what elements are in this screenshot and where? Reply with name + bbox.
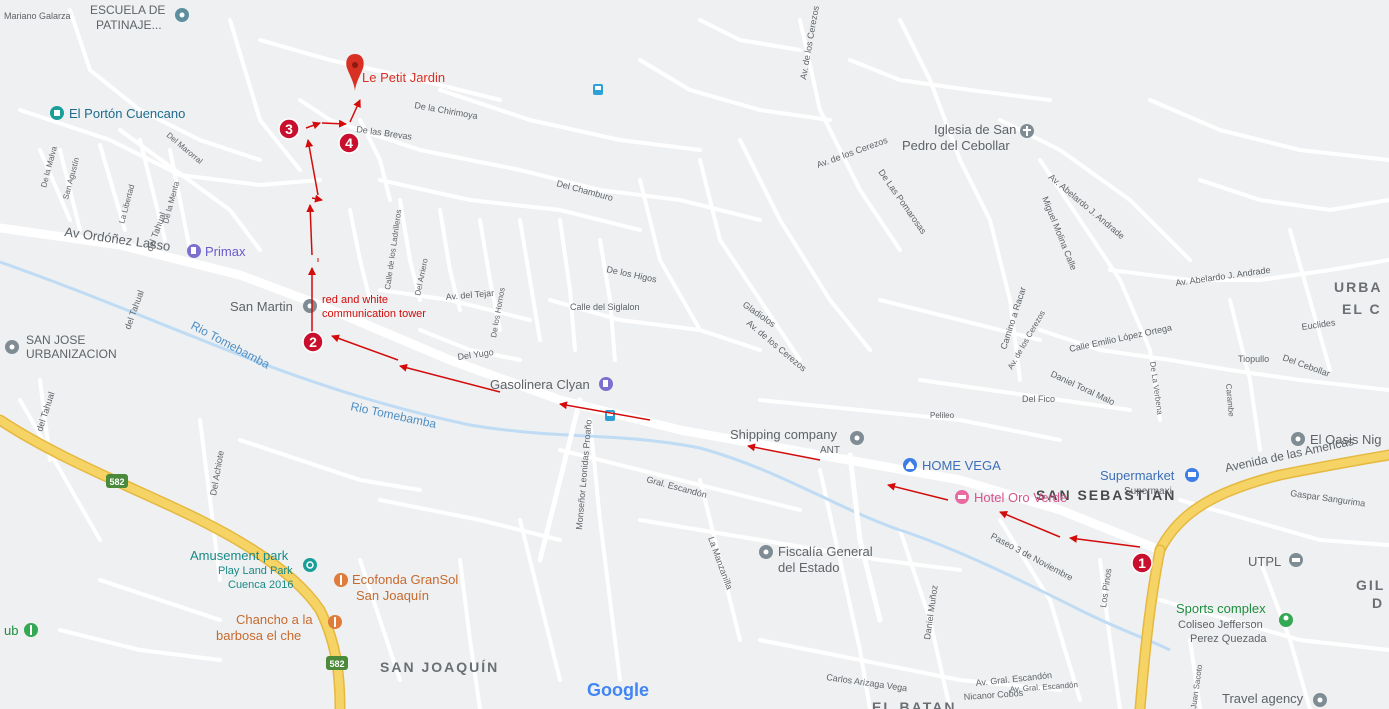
svg-text:Ecofonda GranSol: Ecofonda GranSol: [352, 572, 458, 587]
poi-travel[interactable]: Travel agency: [1222, 691, 1327, 707]
poi-fiscalia[interactable]: Fiscalía General del Estado: [759, 544, 873, 575]
svg-text:Shipping company: Shipping company: [730, 427, 837, 442]
route-path: [305, 99, 1141, 548]
svg-text:HOME VEGA: HOME VEGA: [922, 458, 1001, 473]
svg-text:Play Land Park: Play Land Park: [218, 565, 293, 577]
svg-text:Hotel Oro Verde: Hotel Oro Verde: [974, 490, 1067, 505]
poi-club[interactable]: ub: [4, 623, 38, 638]
step-marker-3: 3: [278, 118, 300, 140]
svg-text:ANT: ANT: [820, 445, 840, 456]
poi-clyan[interactable]: Gasolinera Clyan: [490, 377, 613, 392]
svg-text:San Martin: San Martin: [230, 299, 293, 314]
bus-stop-icon: [593, 84, 603, 95]
svg-text:Amusement park: Amusement park: [190, 548, 289, 563]
svg-text:del Estado: del Estado: [778, 560, 839, 575]
street-label: Calle del Siglalon: [570, 302, 640, 312]
step-marker-1: 1: [1131, 552, 1153, 574]
svg-text:Iglesia de San: Iglesia de San: [934, 122, 1016, 137]
minor-roads: [18, 8, 1389, 709]
svg-text:2: 2: [309, 334, 317, 350]
area-label: SAN SEBASTIAN: [1036, 487, 1176, 503]
street-label: Euclides: [1301, 317, 1337, 332]
poi-porton[interactable]: El Portón Cuencano: [50, 106, 185, 121]
poi-gransol[interactable]: Ecofonda GranSol San Joaquín: [334, 572, 458, 603]
svg-text:Gasolinera Clyan: Gasolinera Clyan: [490, 377, 590, 392]
area-labels: SAN JOAQUÍN SAN SEBASTIAN URBA EL C GIL …: [380, 279, 1385, 709]
svg-text:582: 582: [109, 477, 124, 487]
poi-playland[interactable]: Amusement park Play Land Park Cuenca 201…: [190, 548, 317, 591]
amusement-park-icon: [303, 558, 317, 572]
step-marker-4: 4: [338, 132, 360, 154]
poi-orover[interactable]: Hotel Oro Verde: [955, 490, 1067, 505]
highway-shield: 582: [326, 656, 348, 670]
svg-text:Supermarket: Supermarket: [1100, 468, 1175, 483]
svg-text:barbosa el che: barbosa el che: [216, 628, 301, 643]
svg-text:Travel agency: Travel agency: [1222, 691, 1304, 706]
poi-supermaxi[interactable]: Supermarket Supermaxi: [1100, 468, 1199, 497]
poi-sanjose[interactable]: SAN JOSE URBANIZACION: [5, 333, 117, 361]
svg-text:Fiscalía General: Fiscalía General: [778, 544, 873, 559]
svg-text:Supermaxi: Supermaxi: [1124, 486, 1172, 497]
area-label: SAN JOAQUÍN: [380, 659, 499, 675]
svg-text:4: 4: [345, 135, 353, 151]
street-label: Av. del Tejar: [445, 288, 494, 302]
svg-text:SAN JOSE: SAN JOSE: [26, 333, 85, 347]
street-label: Nicanor Cobos: [963, 688, 1024, 702]
svg-text:Cuenca 2016: Cuenca 2016: [228, 579, 293, 591]
area-label: D: [1372, 595, 1384, 611]
svg-text:El Portón Cuencano: El Portón Cuencano: [69, 106, 185, 121]
map-pin-icon: [346, 54, 364, 92]
street-label: Tiopullo: [1238, 354, 1269, 364]
svg-text:PATINAJE...: PATINAJE...: [96, 18, 162, 32]
svg-text:582: 582: [329, 659, 344, 669]
svg-text:3: 3: [285, 121, 293, 137]
svg-text:Pedro del Cebollar: Pedro del Cebollar: [902, 138, 1010, 153]
svg-text:red and white: red and white: [322, 294, 388, 306]
poi-escuela[interactable]: ESCUELA DE PATINAJE...: [90, 3, 189, 32]
poi-shipping[interactable]: Shipping company ANT: [730, 427, 864, 456]
destination-label: Le Petit Jardin: [362, 70, 445, 85]
street-label: Pelileo: [930, 411, 955, 420]
svg-text:1: 1: [1138, 555, 1146, 571]
street-label: Del Fico: [1022, 394, 1055, 404]
svg-text:communication tower: communication tower: [322, 308, 426, 320]
svg-text:El Oasis Nig: El Oasis Nig: [1310, 432, 1382, 447]
svg-text:Sports complex: Sports complex: [1176, 601, 1266, 616]
poi-primax[interactable]: Primax: [187, 244, 246, 259]
river-tomebamba: [0, 260, 1171, 652]
svg-text:San Joaquín: San Joaquín: [356, 588, 429, 603]
poi-oasis[interactable]: El Oasis Nig: [1291, 432, 1382, 447]
highway-582: [0, 414, 1389, 709]
google-logo: Google: [587, 680, 649, 700]
highway-shield: 582: [106, 474, 128, 488]
step-marker-2: 2: [302, 331, 324, 353]
poi-homevega[interactable]: HOME VEGA: [903, 458, 1001, 473]
svg-text:URBANIZACION: URBANIZACION: [26, 347, 117, 361]
svg-text:Primax: Primax: [205, 244, 246, 259]
area-label: URBA: [1334, 279, 1382, 295]
poi-coliseo[interactable]: Sports complex Coliseo Jefferson Perez Q…: [1176, 601, 1293, 645]
svg-text:Coliseo Jefferson: Coliseo Jefferson: [1178, 619, 1263, 631]
street-label: Carambe: [1224, 383, 1236, 417]
poi-iglesia[interactable]: Iglesia de San Pedro del Cebollar: [902, 122, 1034, 153]
area-label: EL C: [1342, 301, 1382, 317]
street-label: Mariano Galarza: [4, 11, 71, 21]
svg-text:UTPL: UTPL: [1248, 554, 1281, 569]
svg-text:ESCUELA DE: ESCUELA DE: [90, 3, 165, 17]
major-roads: [0, 223, 1165, 623]
poi-sanmartin[interactable]: San Martin: [230, 299, 317, 314]
svg-text:ub: ub: [4, 623, 18, 638]
svg-text:Chancho a la: Chancho a la: [236, 612, 313, 627]
destination-pin[interactable]: Le Petit Jardin: [346, 54, 445, 92]
poi-utpl[interactable]: UTPL: [1248, 553, 1303, 569]
poi-chancho[interactable]: Chancho a la barbosa el che: [216, 612, 342, 643]
area-label: EL BATAN: [872, 699, 956, 709]
svg-text:Perez Quezada: Perez Quezada: [1190, 633, 1267, 645]
tower-annotation: red and white communication tower: [317, 258, 426, 320]
area-label: GIL: [1356, 577, 1385, 593]
